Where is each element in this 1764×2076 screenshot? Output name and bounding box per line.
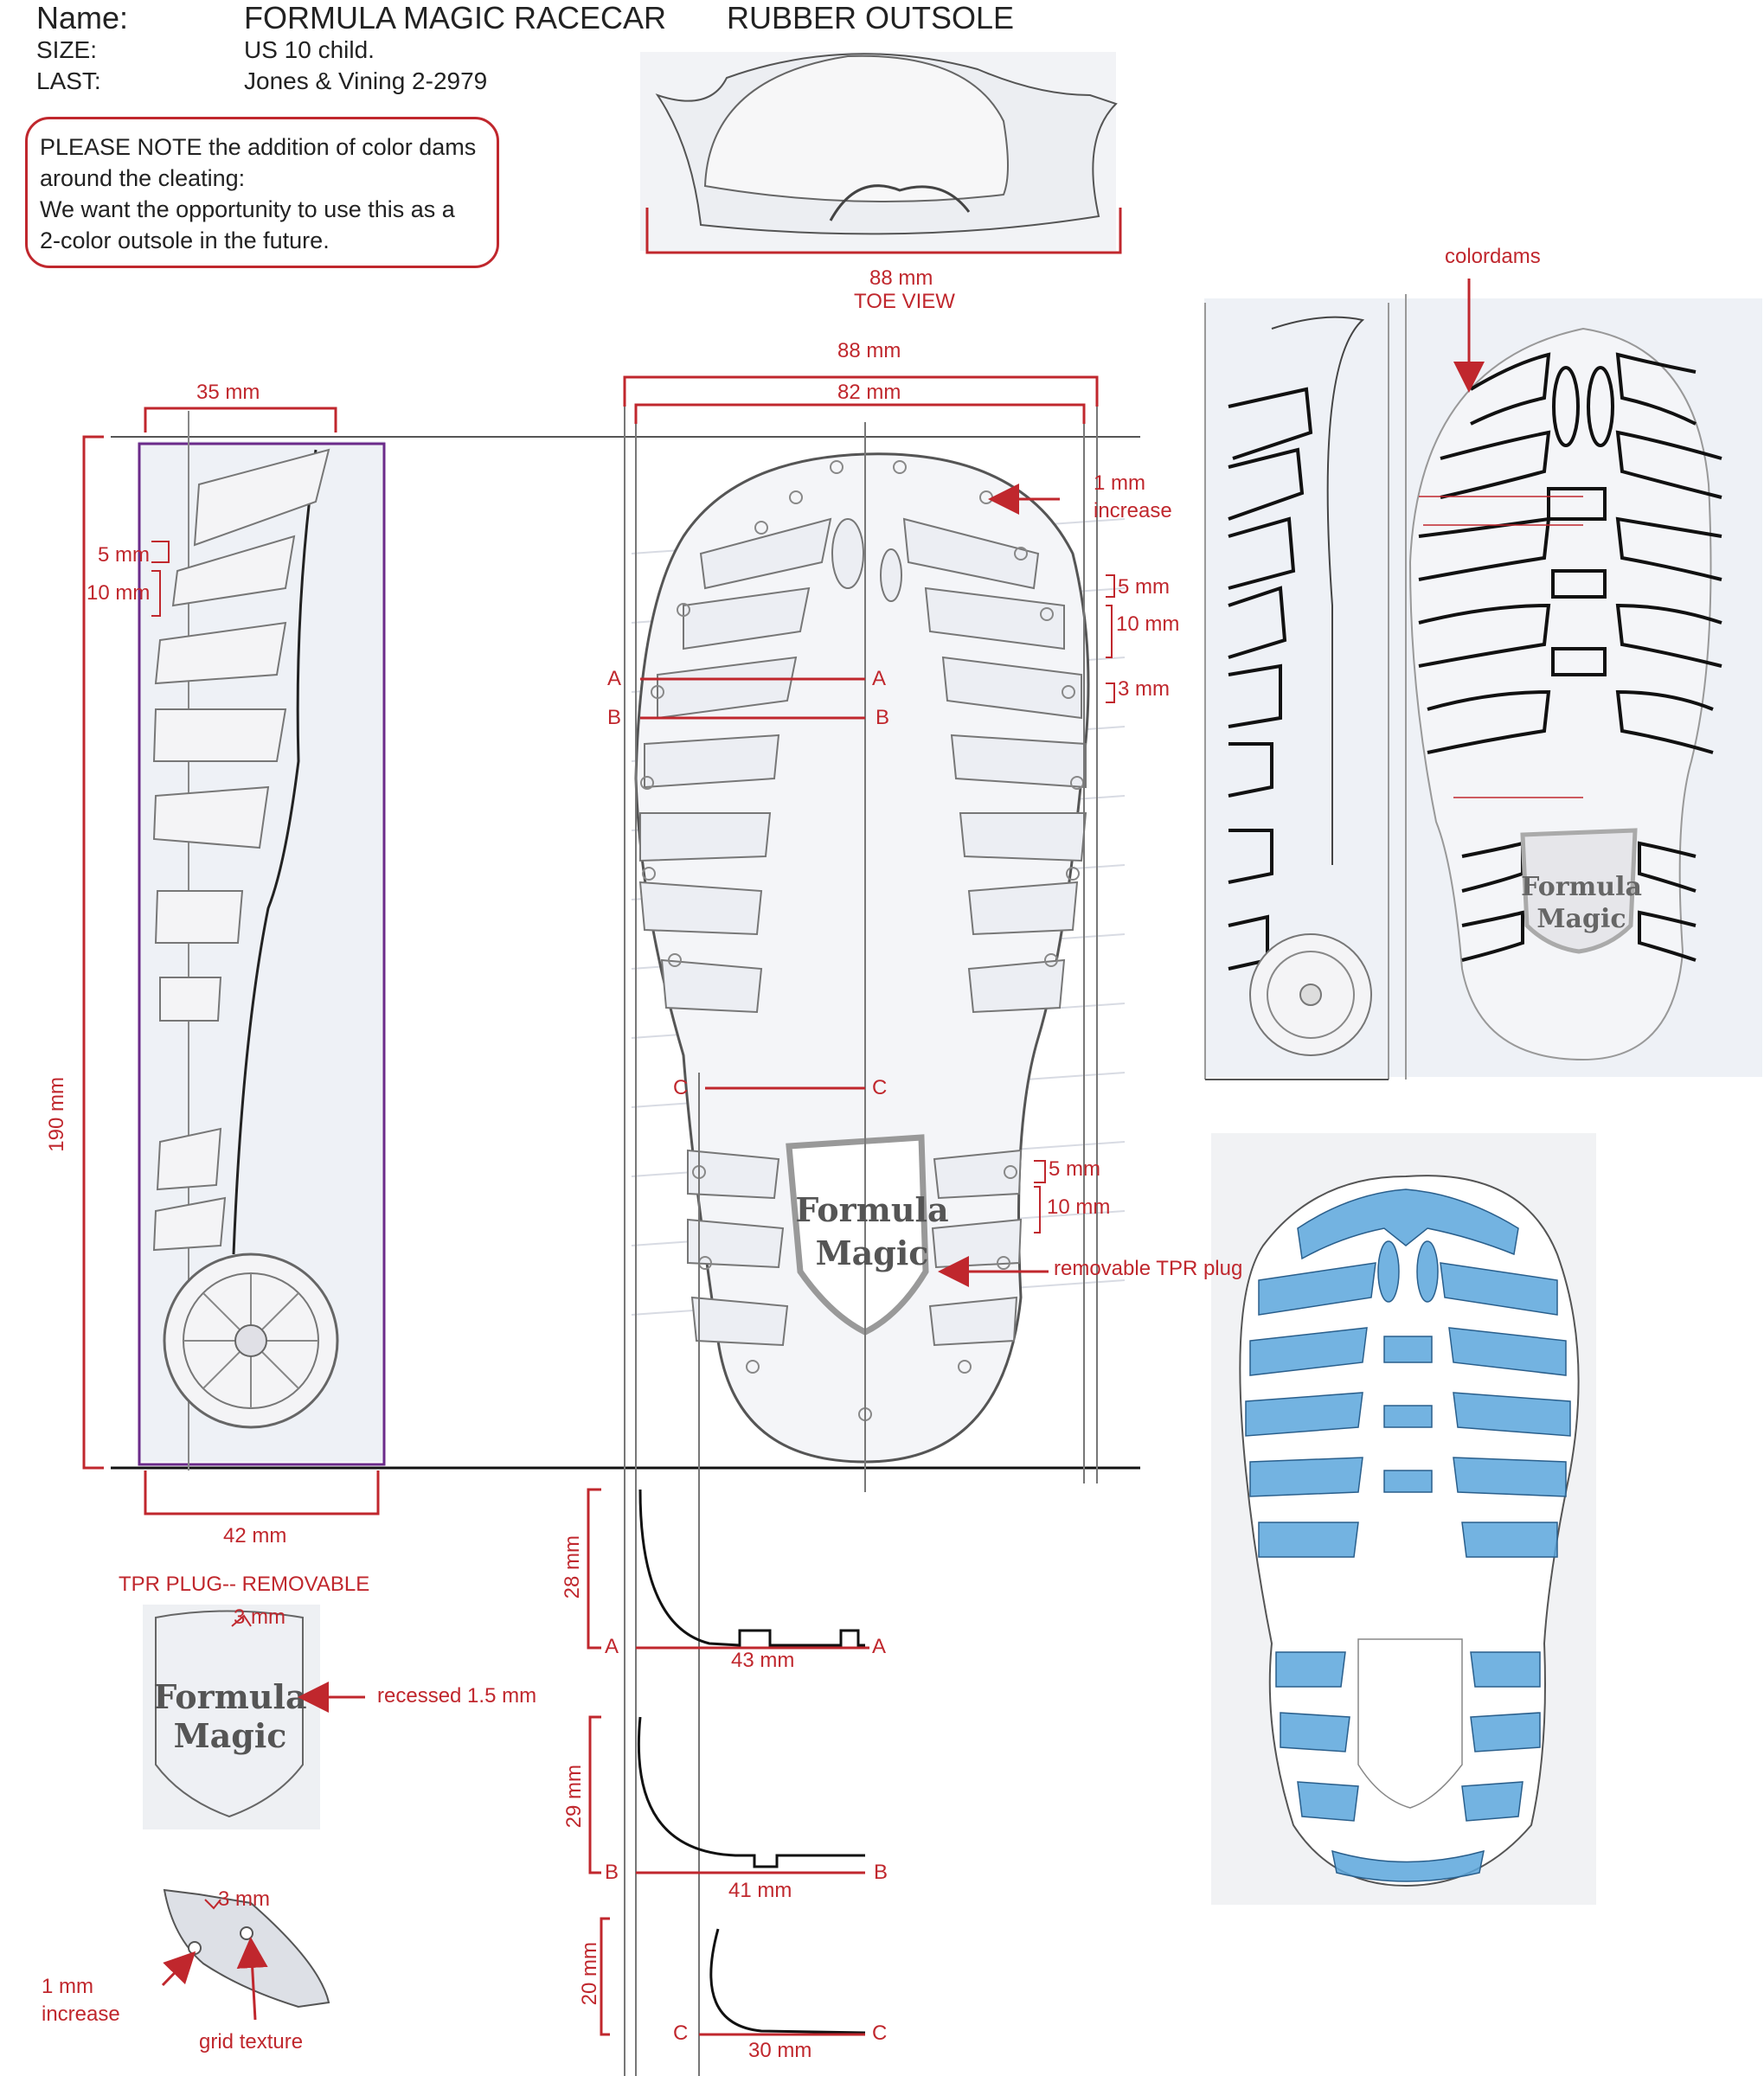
toe-increase-1: 1 mm <box>1094 471 1145 495</box>
colordam-logo-line1: Formula <box>1521 872 1642 902</box>
side-cleat-depth: 10 mm <box>87 581 151 605</box>
section-c-right: C <box>872 1076 888 1099</box>
heel-depth-10: 10 mm <box>1047 1195 1111 1219</box>
bottom-outer-width: 88 mm <box>837 339 901 362</box>
section-c-height: 20 mm <box>578 1942 601 2006</box>
section-b-letter-right: B <box>874 1861 888 1884</box>
cleat-dim: 3 mm <box>218 1887 270 1911</box>
sole-logo-line2: Magic <box>816 1233 929 1272</box>
plug-callout: removable TPR plug <box>1054 1257 1243 1280</box>
side-height: 190 mm <box>45 1077 68 1152</box>
heel-gap-5: 5 mm <box>1049 1157 1100 1181</box>
section-a-width: 43 mm <box>731 1649 795 1672</box>
section-b-height: 29 mm <box>562 1765 586 1829</box>
name-value: FORMULA MAGIC RACECAR <box>244 0 667 35</box>
side-bottom-width: 42 mm <box>223 1524 287 1547</box>
bottom-inner-width: 82 mm <box>837 381 901 404</box>
name-label: Name: <box>36 0 129 35</box>
plug-logo-line2: Magic <box>174 1716 287 1755</box>
size-label: SIZE: <box>36 36 98 63</box>
side-cleat-gap: 5 mm <box>98 543 150 567</box>
toe-view-label: TOE VIEW <box>854 290 955 313</box>
section-b-letter-left: B <box>605 1861 619 1884</box>
cleat-texture: grid texture <box>199 2030 304 2054</box>
section-a-left: A <box>607 667 622 690</box>
section-a-letter-left: A <box>605 1635 619 1658</box>
note-line-2: around the cleating: <box>40 165 246 191</box>
section-b-left: B <box>607 706 622 729</box>
section-c-width: 30 mm <box>748 2039 812 2062</box>
plug-dim: 3 mm <box>234 1605 285 1629</box>
colordams-label: colordams <box>1445 245 1541 268</box>
plug-recess: recessed 1.5 mm <box>377 1684 537 1708</box>
note-box: PLEASE NOTE the addition of color dams a… <box>25 117 499 268</box>
section-a-right: A <box>872 667 887 690</box>
note-line-1: PLEASE NOTE the addition of color dams <box>40 134 477 160</box>
toe-width-label: 88 mm <box>869 266 933 290</box>
plug-logo-line1: Formula <box>153 1677 306 1716</box>
cleat-inc-2: increase <box>42 2002 120 2026</box>
note-line-4: 2-color outsole in the future. <box>40 227 330 253</box>
size-value: US 10 child. <box>244 36 375 63</box>
sole-logo-line1: Formula <box>795 1190 948 1229</box>
toe-view-sketch <box>640 52 1118 251</box>
toe-increase-2: increase <box>1094 499 1172 522</box>
plug-title: TPR PLUG-- REMOVABLE <box>119 1573 370 1596</box>
cleat-inc-1: 1 mm <box>42 1975 93 1998</box>
section-c-left: C <box>673 1076 689 1099</box>
bottom-gap-5: 5 mm <box>1118 575 1170 599</box>
side-top-width: 35 mm <box>196 381 260 404</box>
section-c-letter-right: C <box>872 2022 888 2045</box>
bottom-gap-3: 3 mm <box>1118 677 1170 701</box>
colordam-view-sketch <box>1204 294 1722 1080</box>
section-b-width: 41 mm <box>728 1879 792 1902</box>
last-value: Jones & Vining 2-2979 <box>244 67 488 94</box>
color-rendering-sketch <box>1239 1175 1580 1887</box>
section-a-height: 28 mm <box>561 1535 584 1599</box>
section-title: RUBBER OUTSOLE <box>727 0 1015 35</box>
note-line-3: We want the opportunity to use this as a <box>40 196 455 222</box>
section-a-letter-right: A <box>872 1635 887 1658</box>
bottom-depth-10: 10 mm <box>1116 612 1180 636</box>
section-c-letter-left: C <box>673 2022 689 2045</box>
side-view-sketch <box>138 411 386 1470</box>
bottom-view-sketch <box>631 422 1126 1492</box>
colordam-logo-line2: Magic <box>1536 904 1626 934</box>
last-label: LAST: <box>36 67 101 94</box>
cross-sections <box>637 1489 866 2034</box>
section-b-right: B <box>876 706 890 729</box>
tpr-plug-sketch <box>155 1610 304 1818</box>
